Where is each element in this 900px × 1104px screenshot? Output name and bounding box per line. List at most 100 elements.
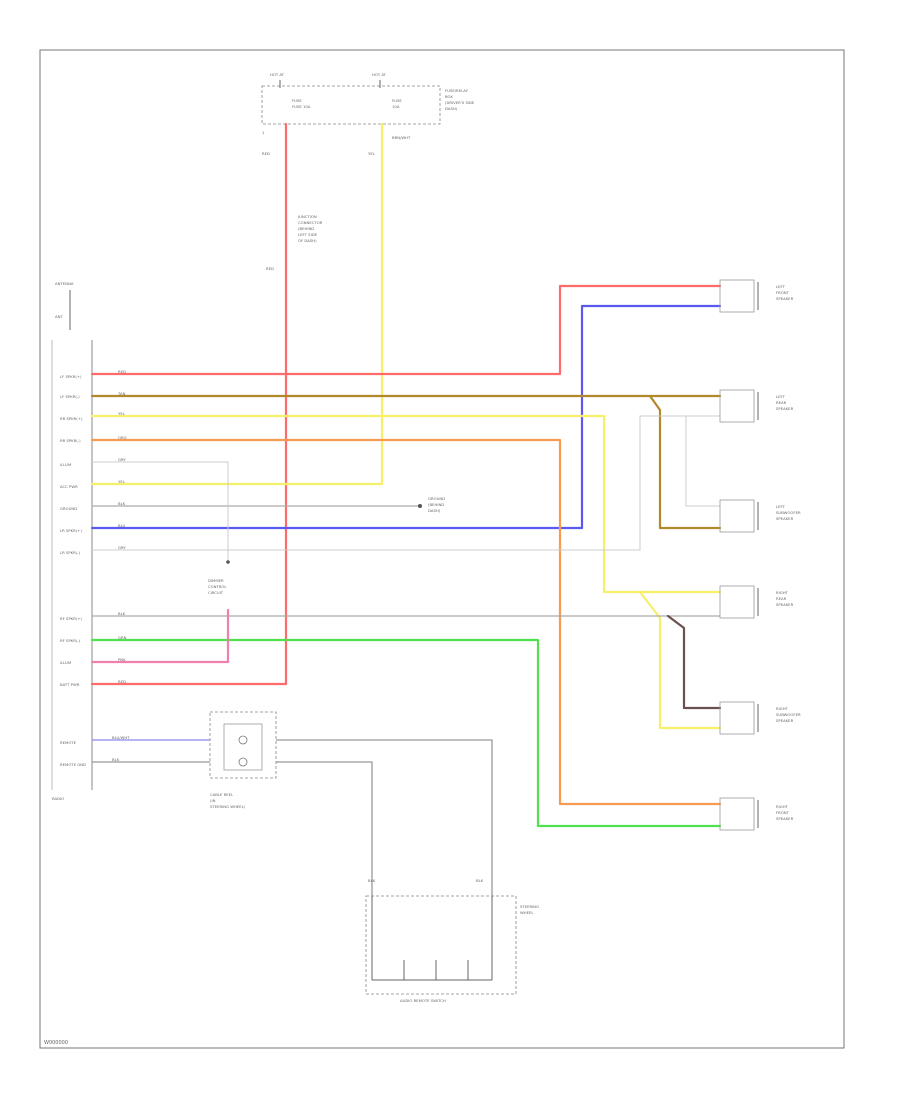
svg-text:LEFT: LEFT: [776, 504, 786, 509]
svg-text:GROUND: GROUND: [60, 506, 77, 511]
figure-code: W000000: [44, 1040, 68, 1046]
svg-text:REMOTE: REMOTE: [60, 740, 77, 745]
svg-text:FUSE 10A: FUSE 10A: [292, 104, 311, 109]
svg-text:ACC PWR: ACC PWR: [60, 484, 78, 489]
svg-text:DASH): DASH): [428, 508, 441, 513]
svg-text:HOT AT: HOT AT: [372, 72, 387, 77]
svg-text:SPEAKER: SPEAKER: [776, 602, 794, 607]
svg-text:BLK: BLK: [118, 501, 126, 506]
svg-text:SPEAKER: SPEAKER: [776, 816, 794, 821]
svg-text:LEFT: LEFT: [776, 394, 786, 399]
svg-text:CIRCUIT: CIRCUIT: [208, 590, 224, 595]
svg-text:HOT AT: HOT AT: [270, 72, 285, 77]
fuse-box: HOT AT HOT AT FUSE FUSE 10A FUSE 10A FUS…: [261, 72, 475, 156]
svg-text:YEL: YEL: [118, 411, 126, 416]
radio-unit: ANTENNA ANT RADIO: [51, 281, 93, 801]
svg-text:ANT: ANT: [55, 314, 63, 319]
svg-text:RED: RED: [118, 369, 126, 374]
svg-text:RED: RED: [262, 151, 270, 156]
svg-text:FUSE/RELAY: FUSE/RELAY: [445, 88, 469, 93]
svg-text:LEFT: LEFT: [776, 284, 786, 289]
dimmer-control: DIMMER CONTROL CIRCUIT: [208, 560, 230, 595]
svg-text:RED: RED: [118, 679, 126, 684]
radio-pin-labels: LF SPKR(+) LF SPKR(-) RR SPKR(+) RR SPKR…: [60, 374, 86, 767]
svg-text:DIMMER: DIMMER: [208, 578, 224, 583]
svg-text:BLU/WHT: BLU/WHT: [112, 735, 130, 740]
svg-text:RADIO: RADIO: [52, 796, 64, 801]
svg-text:SPEAKER: SPEAKER: [776, 718, 794, 723]
svg-text:RED: RED: [266, 266, 274, 271]
svg-text:REAR: REAR: [776, 400, 787, 405]
svg-text:TAN: TAN: [117, 391, 126, 396]
svg-text:SPEAKER: SPEAKER: [776, 296, 794, 301]
svg-text:DASH): DASH): [445, 106, 458, 111]
svg-text:RR SPKR(-): RR SPKR(-): [60, 438, 81, 443]
speaker-left-subwoofer: LEFT SUBWOOFER SPEAKER: [719, 499, 801, 533]
svg-text:BRN/WHT: BRN/WHT: [392, 135, 411, 140]
svg-text:LEFT SIDE: LEFT SIDE: [298, 232, 318, 237]
svg-text:LF SPKR(+): LF SPKR(+): [60, 374, 82, 379]
svg-text:RIGHT: RIGHT: [776, 590, 789, 595]
speaker-right-front: RIGHT FRONT SPEAKER: [719, 797, 794, 831]
svg-text:PNK: PNK: [118, 657, 126, 662]
speaker-left-rear: LEFT REAR SPEAKER: [719, 389, 794, 423]
svg-text:(BEHIND: (BEHIND: [298, 226, 314, 231]
wire-color-tags: RED TAN YEL ORG GRY YEL BLK BLU GRY BLK …: [112, 369, 130, 762]
svg-text:SUBWOOFER: SUBWOOFER: [776, 510, 801, 515]
svg-text:1: 1: [262, 130, 265, 135]
svg-text:RF SPKR(-): RF SPKR(-): [60, 638, 81, 643]
svg-text:RR SPKR(+): RR SPKR(+): [60, 416, 83, 421]
svg-text:BLK: BLK: [476, 878, 484, 883]
svg-text:SPEAKER: SPEAKER: [776, 516, 794, 521]
svg-text:AUDIO REMOTE SWITCH: AUDIO REMOTE SWITCH: [400, 998, 446, 1003]
svg-text:(BEHIND: (BEHIND: [428, 502, 444, 507]
svg-text:ILLUM: ILLUM: [60, 462, 71, 467]
svg-text:(IN: (IN: [210, 798, 216, 803]
svg-text:FRONT: FRONT: [776, 290, 790, 295]
svg-text:BLK: BLK: [118, 611, 126, 616]
svg-text:GRY: GRY: [118, 457, 126, 462]
svg-text:CONTROL: CONTROL: [208, 584, 227, 589]
svg-text:(DRIVER'S SIDE: (DRIVER'S SIDE: [445, 100, 475, 105]
svg-text:FRONT: FRONT: [776, 810, 790, 815]
svg-text:REMOTE GND: REMOTE GND: [60, 762, 86, 767]
svg-text:BATT PWR: BATT PWR: [60, 682, 80, 687]
svg-text:SUBWOOFER: SUBWOOFER: [776, 712, 801, 717]
svg-text:LR SPKR(+): LR SPKR(+): [60, 528, 82, 533]
svg-text:GROUND: GROUND: [428, 496, 445, 501]
audio-remote-switch: STEERING WHEEL BLK BLK AUDIO REMOTE SWIT…: [365, 878, 539, 1003]
svg-text:YEL: YEL: [118, 479, 126, 484]
svg-text:CABLE REEL: CABLE REEL: [210, 792, 234, 797]
svg-text:BOX: BOX: [445, 94, 453, 99]
svg-text:LF SPKR(-): LF SPKR(-): [60, 394, 80, 399]
svg-text:CONNECTOR: CONNECTOR: [298, 220, 323, 225]
svg-text:RIGHT: RIGHT: [776, 804, 789, 809]
svg-text:JUNCTION: JUNCTION: [297, 214, 317, 219]
svg-text:FUSE: FUSE: [292, 98, 302, 103]
svg-text:LR SPKR(-): LR SPKR(-): [60, 550, 81, 555]
svg-text:ANTENNA: ANTENNA: [55, 281, 74, 286]
speaker-right-subwoofer: RIGHT SUBWOOFER SPEAKER: [719, 701, 801, 735]
svg-text:BLK: BLK: [368, 878, 376, 883]
svg-text:RIGHT: RIGHT: [776, 706, 789, 711]
svg-text:YEL: YEL: [368, 151, 376, 156]
svg-text:FUSE: FUSE: [392, 98, 402, 103]
svg-text:10A: 10A: [392, 104, 400, 109]
svg-text:WHEEL: WHEEL: [520, 910, 534, 915]
svg-text:BLK: BLK: [112, 757, 120, 762]
svg-text:GRY: GRY: [118, 545, 126, 550]
svg-text:SPEAKER: SPEAKER: [776, 406, 794, 411]
speaker-right-rear: RIGHT REAR SPEAKER: [719, 585, 794, 619]
wires: [90, 122, 722, 896]
svg-text:ILLUM: ILLUM: [60, 660, 71, 665]
svg-text:STEERING: STEERING: [520, 904, 539, 909]
svg-text:REAR: REAR: [776, 596, 787, 601]
svg-text:GRN: GRN: [118, 635, 127, 640]
diagram-border: [39, 49, 845, 1049]
ground-point: GROUND (BEHIND DASH): [418, 496, 445, 513]
svg-text:BLU: BLU: [118, 523, 126, 528]
svg-text:ORG: ORG: [118, 435, 127, 440]
junction-connector: JUNCTION CONNECTOR (BEHIND LEFT SIDE OF …: [266, 214, 323, 271]
